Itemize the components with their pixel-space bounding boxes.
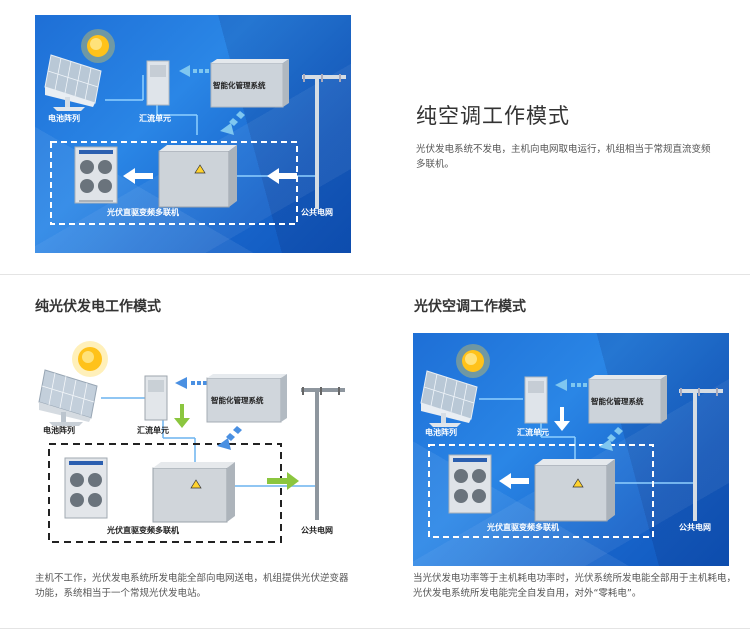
smart-system-box	[588, 375, 667, 424]
ac-unit-icon	[448, 454, 492, 514]
section-title-pure-ac: 纯空调工作模式	[416, 104, 570, 128]
label-panel-array: 电池阵列	[425, 427, 457, 437]
dashed-arrow-to-combiner	[555, 379, 587, 391]
section-desc-pv-ac: 当光伏发电功率等于主机耗电功率时，光伏系统所发电能全部用于主机耗电，光伏发电系统…	[413, 573, 737, 599]
label-unit: 光伏直驱变频多联机	[106, 207, 179, 217]
grid-pole-icon	[301, 387, 345, 520]
label-combiner: 汇流单元	[139, 113, 171, 123]
sun-icon	[81, 29, 115, 63]
unit-dashed-box	[50, 141, 298, 225]
white-arrow-to-ac	[123, 168, 153, 184]
ac-unit-icon	[64, 457, 108, 519]
unit-dashed-box	[48, 443, 282, 543]
inverter-box	[534, 459, 615, 522]
dashed-arrow-to-inverter	[217, 426, 242, 450]
dashed-arrow-to-combiner	[175, 377, 207, 389]
label-smart-system: 智能化管理系统	[211, 395, 264, 405]
white-arrow-to-ac	[499, 473, 529, 489]
grid-pole-icon	[302, 74, 346, 209]
label-unit: 光伏直驱变频多联机	[486, 522, 559, 532]
grid-pole-icon	[679, 388, 723, 521]
section-title-pv-ac: 光伏空调工作模式	[414, 299, 526, 315]
diagram-pure-ac-svg: 电池阵列 汇流单元 智能化管理系统	[44, 29, 346, 225]
diagram-pv-ac-svg: 电池阵列 汇流单元 智能化管理系统	[420, 344, 723, 538]
combiner-unit-icon	[144, 375, 168, 421]
label-unit: 光伏直驱变频多联机	[106, 525, 179, 535]
white-arrow-down	[554, 407, 570, 431]
solar-panel-icon	[38, 369, 98, 426]
dashed-arrow-to-inverter	[599, 427, 623, 451]
label-grid: 公共电网	[301, 207, 333, 217]
sun-icon	[456, 344, 490, 378]
white-arrow-to-inverter	[267, 168, 297, 184]
diagram-pure-ac: 电池阵列 汇流单元 智能化管理系统	[35, 15, 351, 253]
inverter-box	[152, 462, 235, 523]
section-title-pv-only: 纯光伏发电工作模式	[35, 299, 161, 315]
solar-panel-icon	[420, 370, 478, 427]
diagram-pv-only-svg: 电池阵列 汇流单元 智能化管理系统	[38, 341, 345, 543]
section-desc-pv-only: 主机不工作，光伏发电系统所发电能全部向电网送电，机组提供光伏逆变器功能，系统相当…	[35, 573, 349, 599]
smart-system-box	[206, 374, 287, 423]
sun-icon	[72, 341, 108, 377]
ac-unit-icon	[74, 146, 118, 204]
solar-panel-icon	[44, 54, 102, 111]
dashed-arrow-to-inverter	[220, 111, 245, 135]
label-combiner: 汇流单元	[517, 427, 549, 437]
label-panel-array: 电池阵列	[48, 113, 80, 123]
diagram-pv-only: 电池阵列 汇流单元 智能化管理系统	[35, 330, 351, 560]
green-arrow-down	[174, 404, 190, 428]
label-panel-array: 电池阵列	[43, 425, 75, 435]
dashed-arrow-to-combiner	[179, 65, 209, 77]
label-grid: 公共电网	[679, 522, 711, 532]
inverter-box	[158, 145, 237, 208]
bottom-divider	[0, 628, 750, 629]
label-smart-system: 智能化管理系统	[213, 80, 266, 90]
combiner-unit-icon	[146, 60, 170, 106]
green-arrow-to-grid	[267, 472, 299, 490]
section-divider	[0, 274, 750, 275]
diagram-pv-ac: 电池阵列 汇流单元 智能化管理系统	[413, 333, 729, 566]
label-grid: 公共电网	[301, 525, 333, 535]
section-desc-pure-ac: 光伏发电系统不发电，主机向电网取电运行，机组相当于常规直流变频多联机。	[416, 144, 711, 170]
combiner-unit-icon	[524, 376, 548, 424]
connection-lines	[101, 397, 318, 487]
smart-system-box	[210, 59, 289, 108]
label-smart-system: 智能化管理系统	[591, 396, 644, 406]
label-combiner: 汇流单元	[137, 425, 169, 435]
unit-dashed-box	[428, 444, 654, 538]
